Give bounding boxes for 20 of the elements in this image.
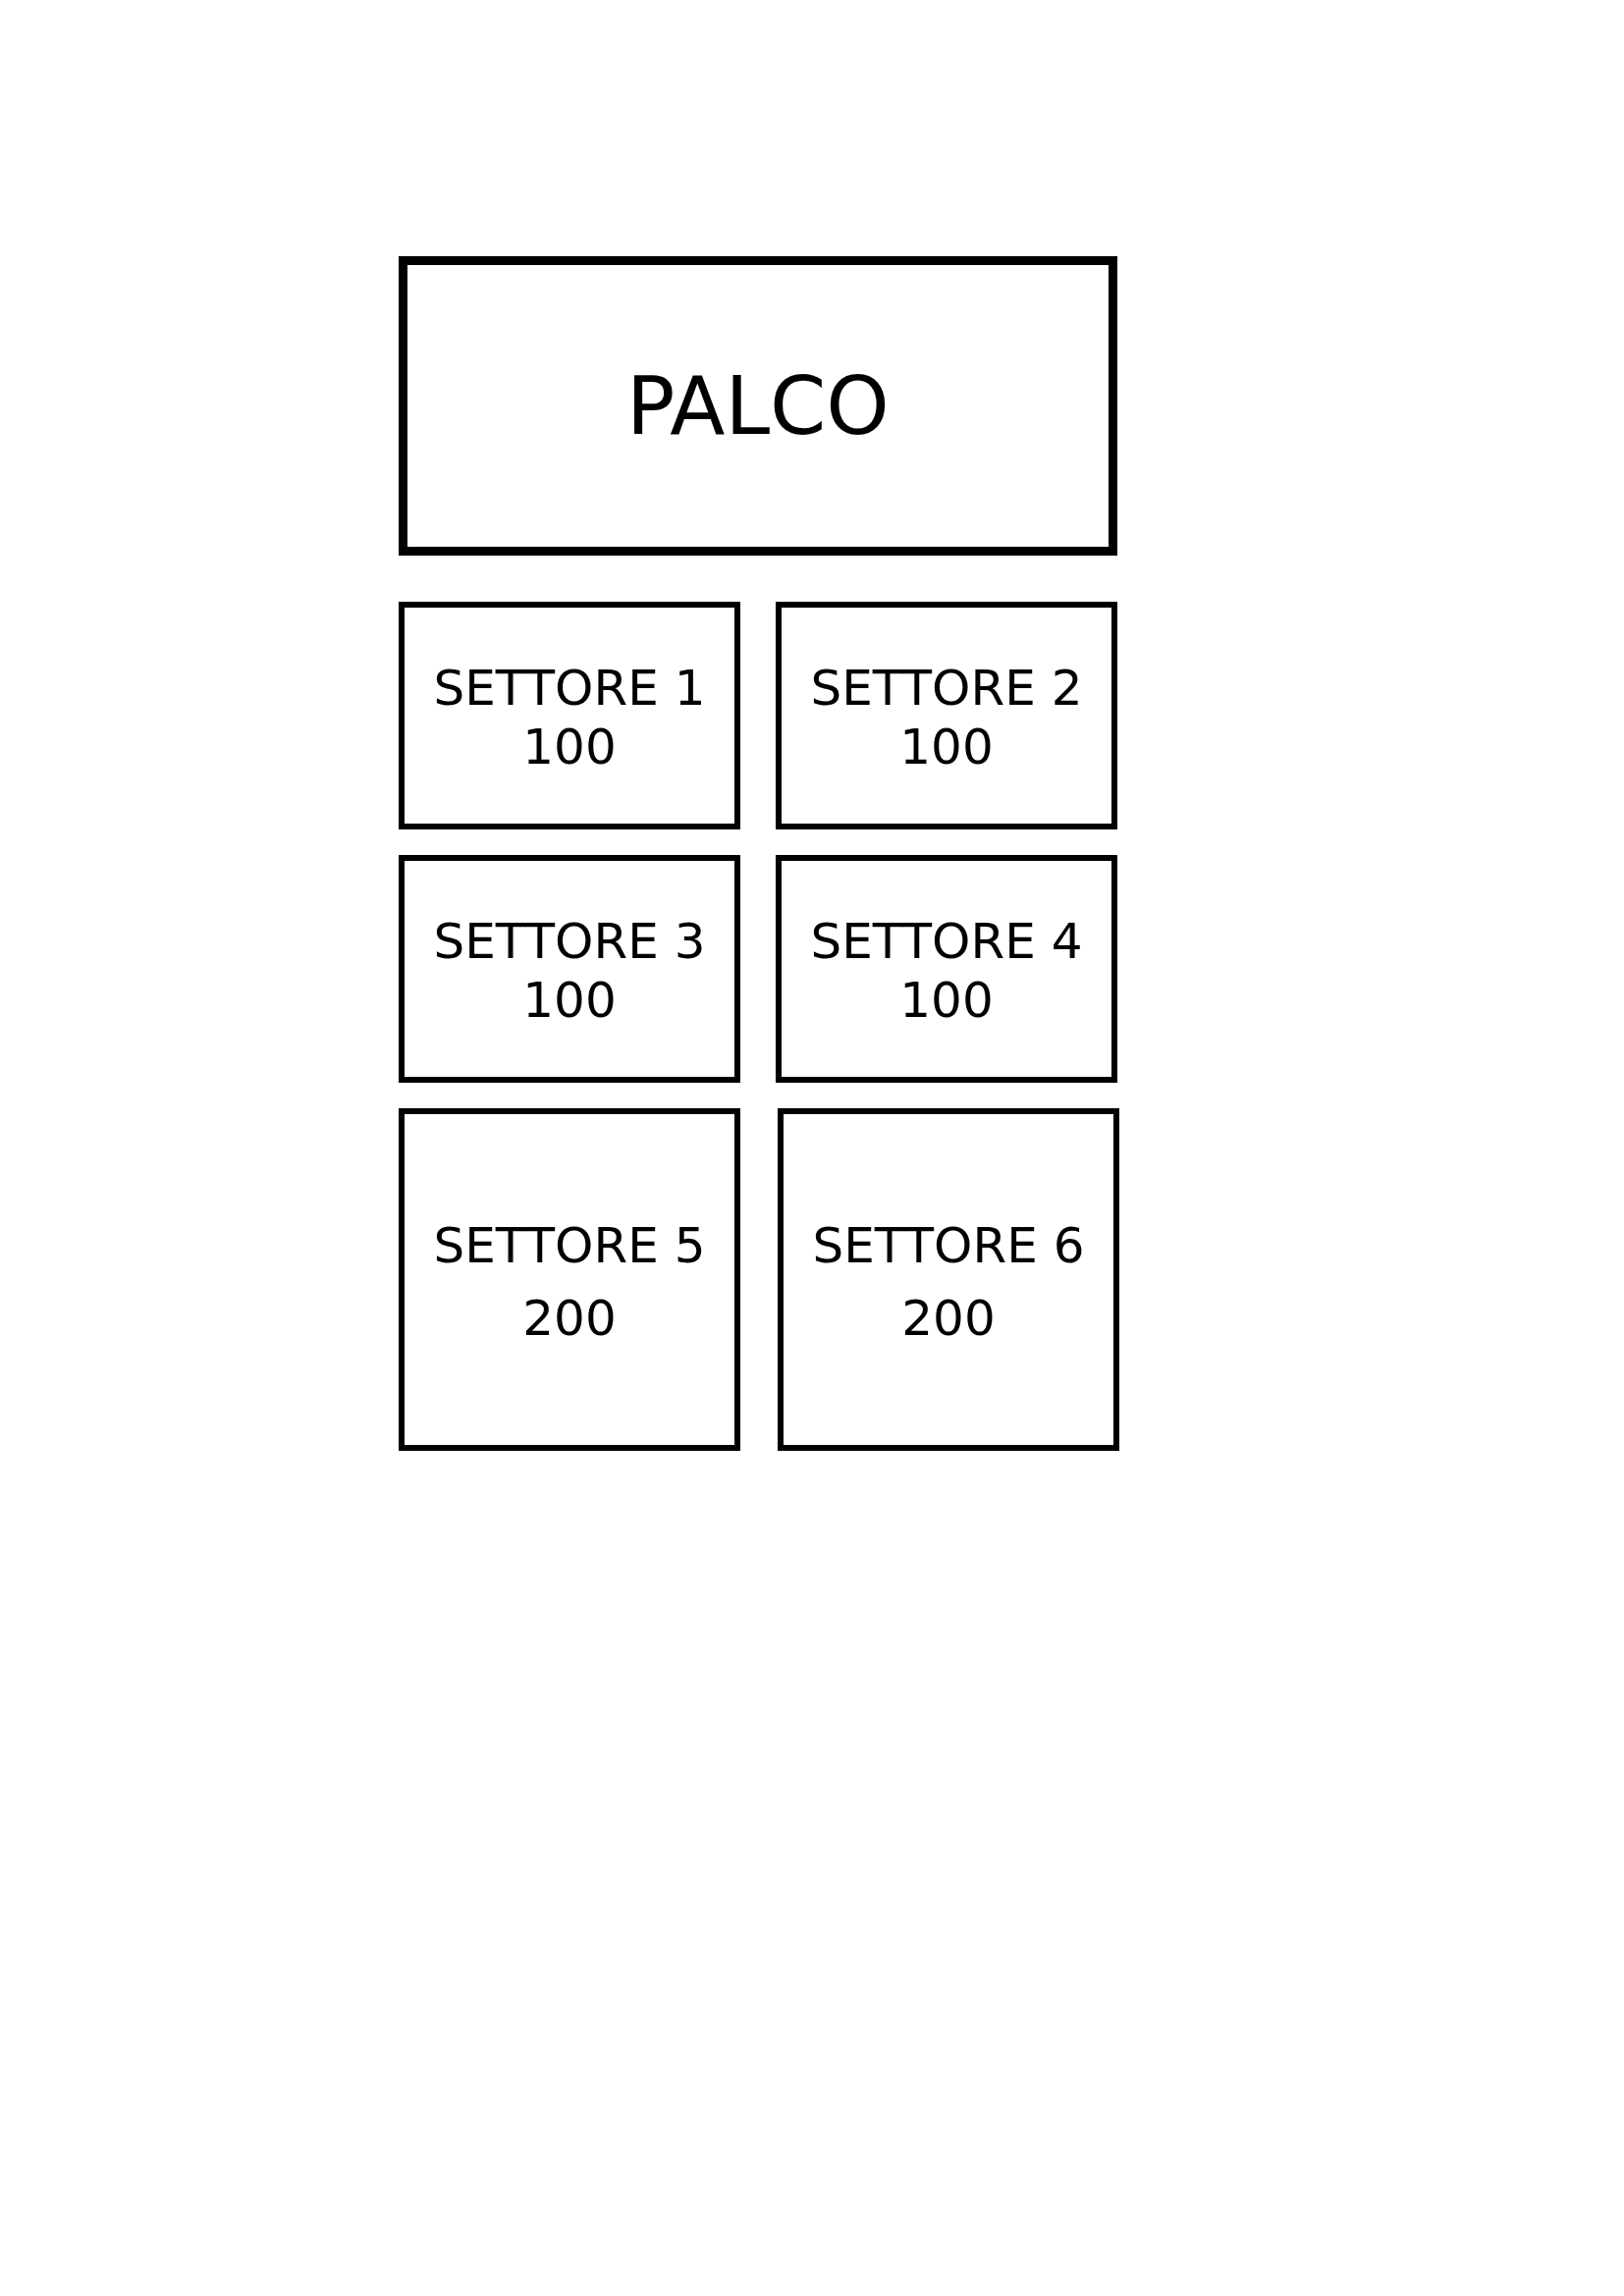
- sector-box: [778, 1108, 1119, 1451]
- capacity-label: 100: [522, 971, 617, 1030]
- sector-label: SETTORE 5: [433, 1215, 706, 1275]
- capacity-label: 200: [522, 1288, 617, 1348]
- sector-label: SETTORE 6: [812, 1215, 1085, 1275]
- stage-box: [399, 256, 1117, 556]
- sector-box: [776, 602, 1117, 829]
- stage-label: PALCO: [626, 365, 890, 447]
- sector-box: [399, 855, 740, 1083]
- capacity-label: 100: [899, 971, 994, 1030]
- sector-box: [399, 1108, 740, 1451]
- sector-label: SETTORE 2: [810, 659, 1083, 718]
- sector-label: SETTORE 1: [433, 659, 706, 718]
- sector-box: [399, 602, 740, 829]
- sector-label: SETTORE 4: [810, 912, 1083, 971]
- capacity-label: 100: [522, 718, 617, 776]
- sector-label: SETTORE 3: [433, 912, 706, 971]
- capacity-label: 200: [901, 1288, 996, 1348]
- sector-box: [776, 855, 1117, 1083]
- capacity-label: 100: [899, 718, 994, 776]
